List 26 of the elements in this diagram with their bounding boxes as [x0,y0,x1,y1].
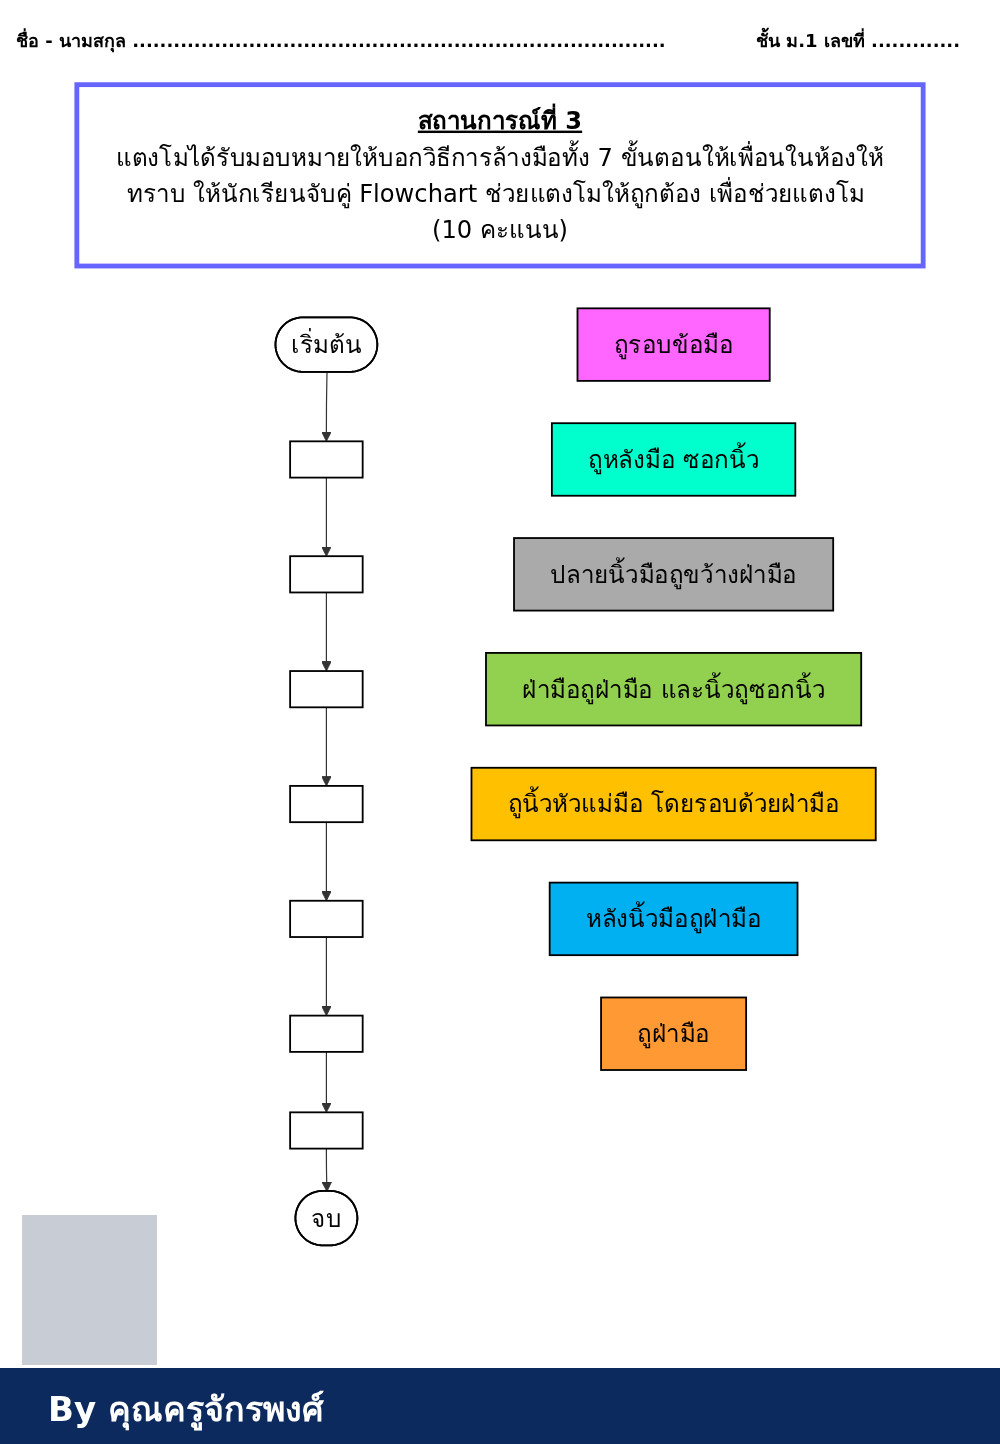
arrow [321,706,332,787]
arrow [321,1051,332,1113]
node-box: ฝ่ามือถูฝ่ามือ และนิ้วถูซอกนิ้ว [485,652,863,727]
node-box [289,670,364,709]
class-number-field-label: ชั้น ม.1 เลขที่ ............. [755,26,960,55]
node-box [289,899,364,938]
node-box: หลังนิ้วมือถูฝ่ามือ [548,881,799,957]
arrow [321,371,332,442]
name-field-label: ชื่อ - นามสกุล .............................................................................. [16,27,666,55]
node-box [289,1014,364,1053]
node-box: ถูนิ้วหัวแม่มือ โดยรอบด้วยฝ่ามือ [470,766,877,842]
node-box: ปลายนิ้วมือถูขว้างฝ่ามือ [513,537,835,612]
node-box: สถานการณ์ที่ 3 แตงโมได้รับมอบหมายให้บอกวิธีการล้างมือทั้ง 7 ขั้นตอนให้เพื่อนในห้องให้ทราบ ให้นักเรียนจับคู่ Flowchart ช่วยแตงโมให้ถูกต้อง เพื่อช่วยแตงโม (10 คะแนน) [74,82,926,269]
arrow [321,477,332,557]
node-box: ถูหลังมือ ซอกนิ้ว [550,422,797,497]
node-box [289,1111,364,1150]
arrow [321,821,332,902]
author-credit: By คุณครูจักรพงศ์ [48,1388,324,1433]
node-box [289,440,364,479]
arrow [321,591,332,672]
node-box [289,785,364,824]
node-box: ถูฝ่ามือ [600,996,748,1071]
arrow [321,936,332,1017]
node-box: ถูรอบข้อมือ [576,307,771,382]
arrow [321,1148,333,1192]
node-box [289,555,364,594]
